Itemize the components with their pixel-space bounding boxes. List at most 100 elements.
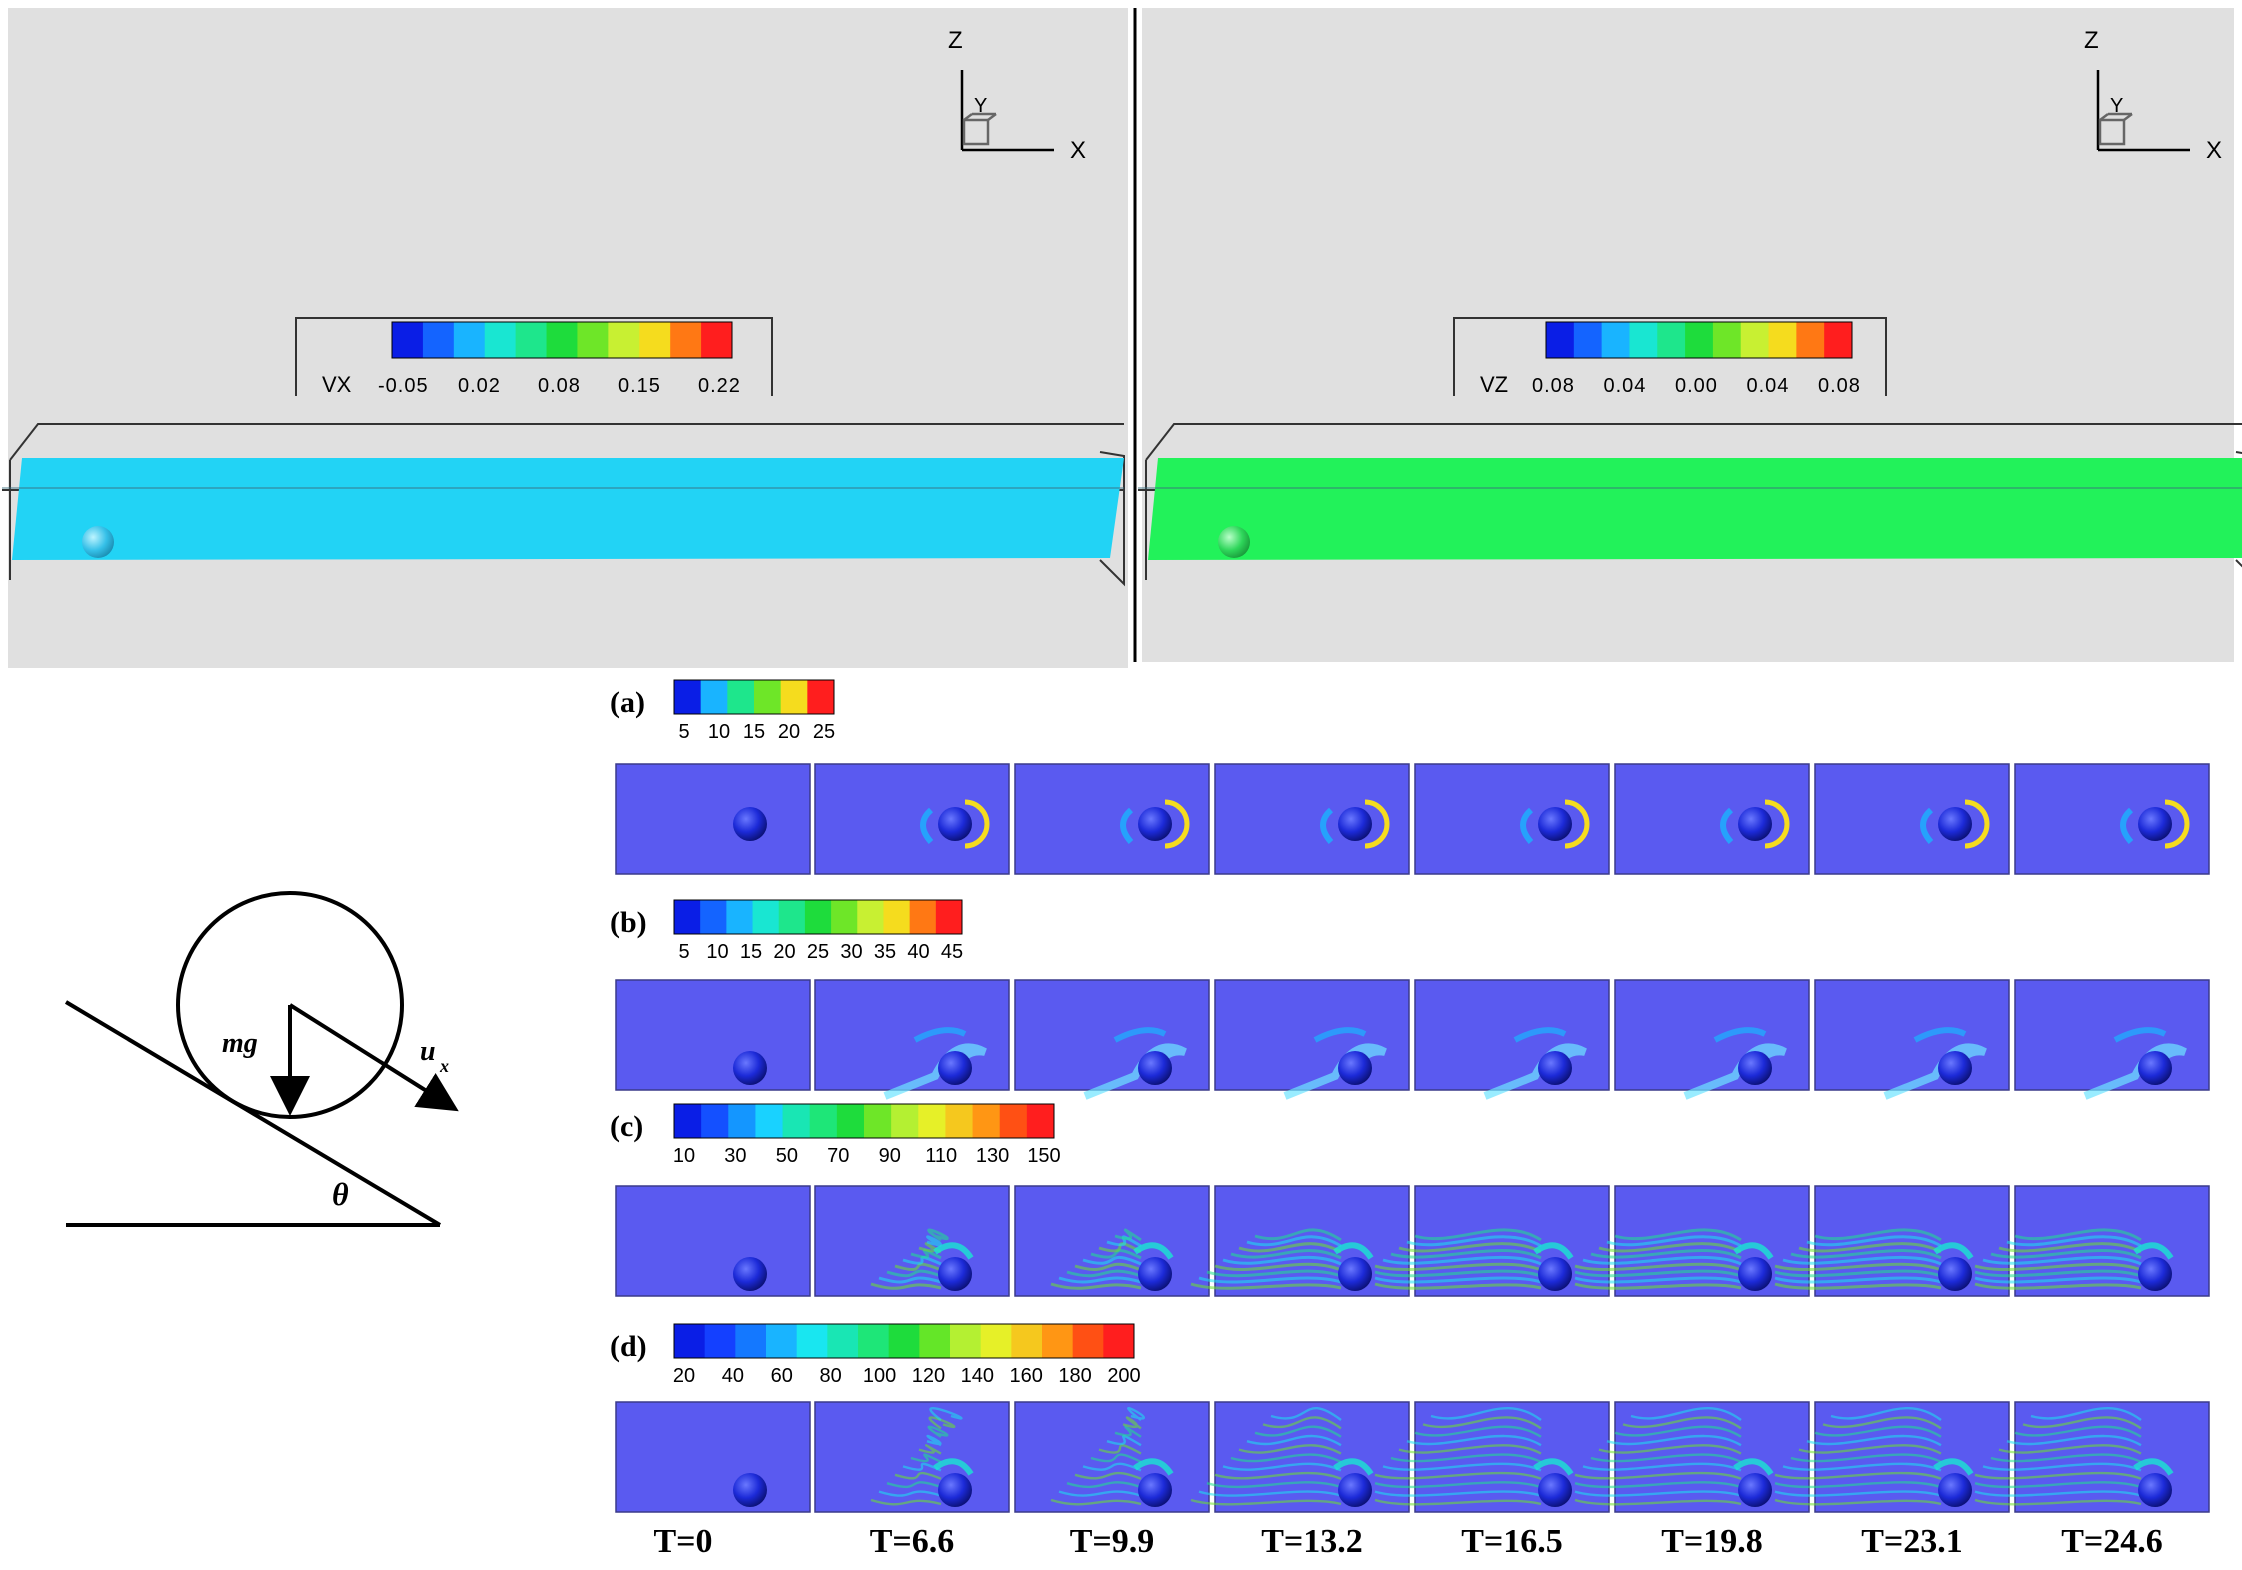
axis-label-x: X	[2206, 137, 2222, 164]
wake-streak	[926, 1434, 942, 1447]
legend-tick-label: 5	[678, 941, 689, 963]
snapshot-cell	[2014, 763, 2210, 875]
wake-streak	[1198, 1490, 1342, 1497]
wake-streak	[1574, 1471, 1742, 1480]
wake-plume	[2083, 1043, 2187, 1100]
wake-streak	[1374, 1481, 1542, 1489]
colorbar-swatch	[945, 1104, 974, 1138]
wake-streak	[1574, 1262, 1742, 1272]
wake-streak	[1246, 1235, 1342, 1248]
wake-streak	[902, 1255, 942, 1266]
colorbar-swatch	[766, 1324, 798, 1358]
wake-streak	[1774, 1490, 1942, 1497]
colorbar-swatch	[999, 1104, 1028, 1138]
legend-tick-label: 150	[1027, 1145, 1060, 1167]
velocity-subscript: x	[439, 1056, 449, 1076]
particle-sphere	[2138, 1257, 2172, 1291]
snapshot-cell	[1374, 1185, 1610, 1297]
wake-plume	[1483, 1043, 1587, 1100]
wake-plume	[1513, 1027, 1567, 1043]
snapshot-cell	[615, 1401, 811, 1513]
wake-cap	[1933, 1242, 1974, 1260]
particle-sphere	[1338, 1257, 1372, 1291]
wake-streak	[927, 1425, 949, 1438]
legend-tick-label: 40	[907, 941, 929, 963]
wake-streak	[918, 1242, 942, 1254]
snapshot-background	[615, 979, 811, 1091]
colorbar-swatch	[484, 322, 517, 358]
row-label: (a)	[610, 686, 645, 719]
wake-streak	[1058, 1276, 1142, 1284]
wake-streak	[1990, 1453, 2142, 1464]
wire-edge	[9, 423, 1124, 461]
wake-plume	[2113, 1027, 2167, 1043]
wake-streak	[1414, 1228, 1542, 1242]
vortex-tail	[1120, 807, 1134, 844]
wake-streak	[2022, 1416, 2142, 1430]
wake-plume	[913, 1027, 967, 1043]
legend-tick-label: 180	[1058, 1365, 1091, 1387]
wake-streak	[1382, 1255, 1542, 1266]
legend-tick-label: 70	[827, 1145, 849, 1167]
colorbar-outline	[391, 321, 733, 359]
vortex-tail	[920, 807, 934, 844]
colorbar-swatch	[1824, 322, 1853, 358]
legend-tick-label: 10	[673, 1145, 695, 1167]
particle-sphere	[938, 807, 972, 841]
colorbar-swatch	[752, 900, 780, 934]
colorbar-swatch	[577, 322, 609, 358]
vortex-core	[1164, 799, 1190, 849]
wake-plume	[1113, 1027, 1167, 1043]
wake-streak	[1106, 1434, 1142, 1447]
wake-streak	[1230, 1249, 1342, 1260]
snapshot-background	[1814, 763, 2010, 875]
wake-streak	[1974, 1276, 2142, 1284]
wake-streak	[1782, 1462, 1942, 1472]
wake-streak	[1414, 1425, 1542, 1438]
colorbar-swatch	[778, 900, 806, 934]
legend-tick-label: 0.00	[1675, 375, 1718, 397]
wake-plume	[1313, 1027, 1367, 1043]
colorbar-swatch	[674, 1104, 702, 1138]
wake-plume	[1083, 1043, 1187, 1100]
legend-tick-label: 30	[724, 1145, 746, 1167]
wake-streak	[1050, 1282, 1142, 1290]
wake-streak	[1830, 1407, 1942, 1421]
legend-tick-label: 0.02	[458, 375, 501, 397]
snapshot-cell	[1814, 763, 2010, 875]
particle-sphere	[938, 1051, 972, 1085]
axis-label-z: Z	[2084, 27, 2099, 54]
wake-streak	[928, 1416, 956, 1430]
wake-cap	[1933, 1458, 1974, 1476]
particle-sphere	[1938, 1473, 1972, 1507]
wake-streak	[1214, 1262, 1342, 1272]
vortex-tail	[1720, 807, 1734, 844]
wake-streak	[1230, 1453, 1342, 1464]
wake-streak	[1590, 1249, 1742, 1260]
snapshot-cell	[1214, 979, 1410, 1100]
snapshot-background	[1214, 1401, 1410, 1513]
particle-sphere	[1338, 1473, 1372, 1507]
wake-streak	[1974, 1269, 2142, 1278]
time-label: T=9.9	[1070, 1523, 1155, 1560]
incline-line	[64, 1000, 442, 1227]
snapshot-cell	[814, 1401, 1010, 1513]
snapshot-cell	[1014, 1185, 1210, 1297]
wake-streak	[1998, 1444, 2142, 1455]
colorbar-swatch	[674, 900, 701, 934]
wake-streak	[1806, 1434, 1942, 1447]
colorbar-swatch	[700, 680, 728, 714]
colorbar-swatch	[891, 1104, 919, 1138]
colorbar-swatch	[1629, 322, 1658, 358]
wake-streak	[1798, 1444, 1942, 1455]
angle-label: θ	[332, 1176, 349, 1212]
wake-streak	[1374, 1269, 1542, 1278]
colorbar-swatch	[857, 900, 884, 934]
snapshot-background	[1614, 979, 1810, 1091]
snapshot-cell	[1574, 1401, 1810, 1513]
wake-streak	[1114, 1228, 1142, 1242]
